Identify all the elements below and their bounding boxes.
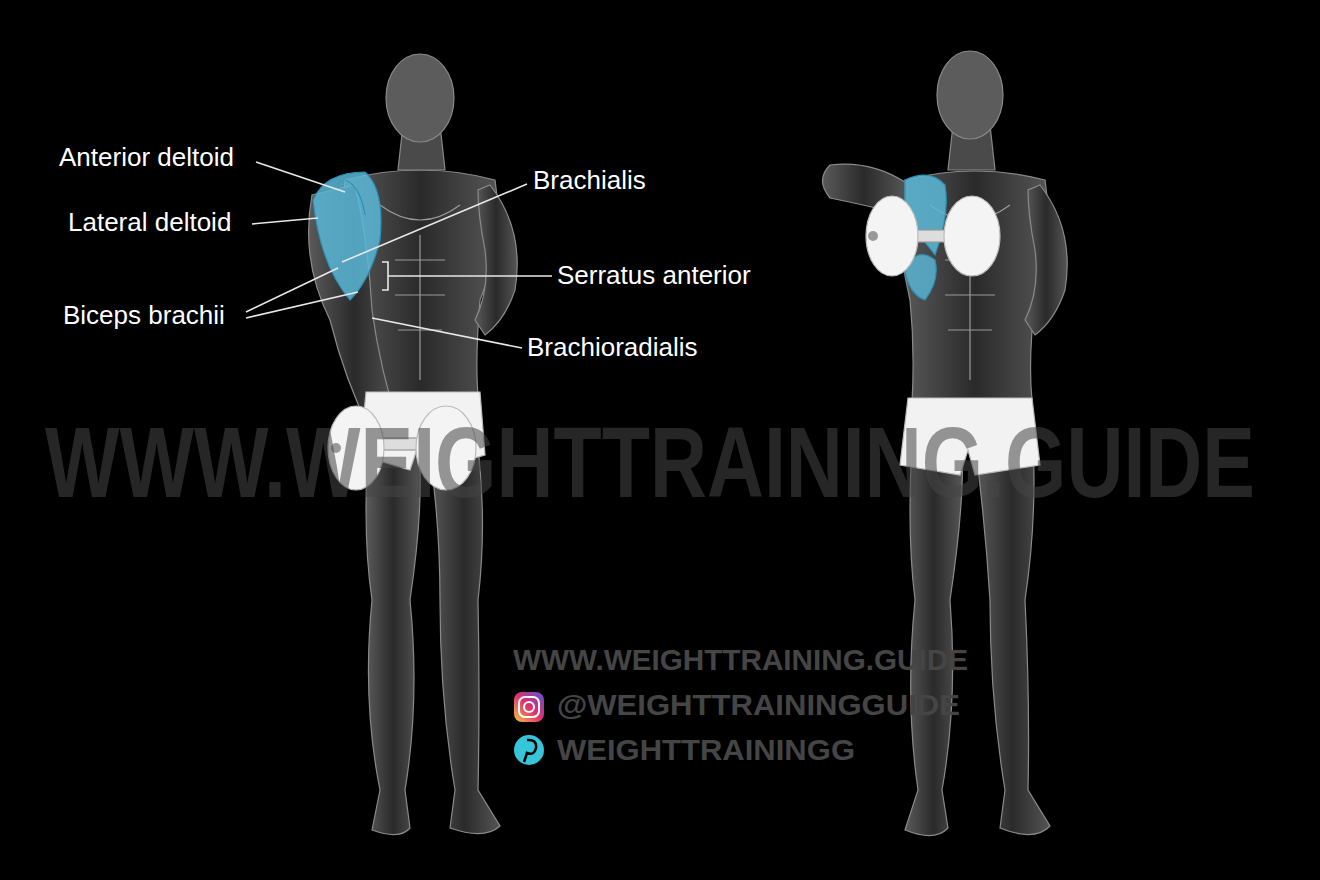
muscle-label: Anterior deltoid: [59, 143, 234, 173]
instagram-icon: [514, 692, 544, 722]
muscle-label: Brachialis: [533, 166, 646, 196]
pinterest-icon: [514, 735, 544, 765]
muscle-label: Lateral deltoid: [68, 208, 231, 238]
muscle-label: Serratus anterior: [557, 261, 751, 291]
muscle-label: Brachioradialis: [527, 333, 698, 363]
pinterest-handle: WEIGHTTRAININGG: [557, 733, 855, 768]
leader-lines: [246, 162, 552, 348]
muscle-label: Biceps brachii: [63, 301, 225, 331]
website-text: WWW.WEIGHTTRAINING.GUIDE: [513, 643, 968, 678]
watermark: WWW.WEIGHTTRAINING.GUIDE: [45, 405, 1255, 520]
instagram-handle: @WEIGHTTRAININGGUIDE: [557, 688, 960, 723]
